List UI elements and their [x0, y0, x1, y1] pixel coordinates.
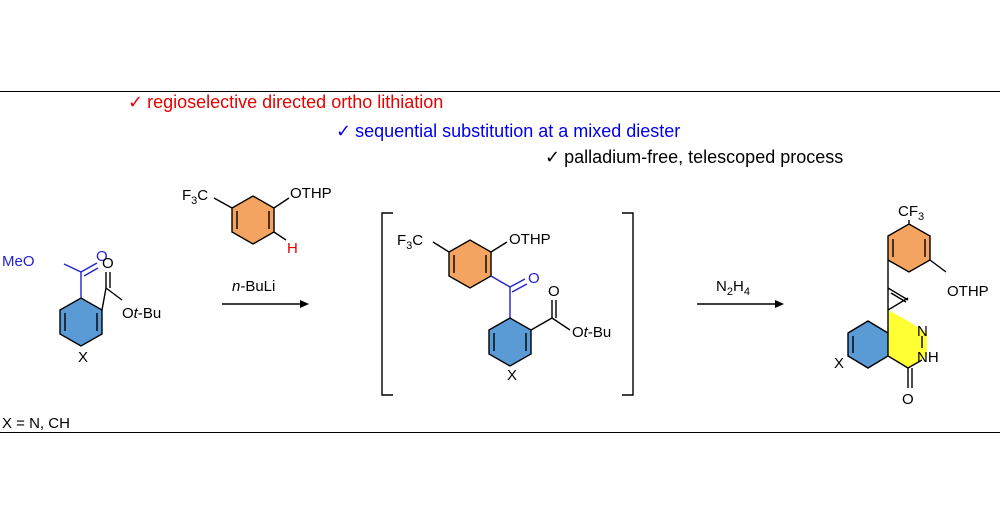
ester-carbonyl-bond: [83, 267, 99, 277]
arrow-head-icon: [775, 300, 784, 308]
ketone-double-bond: [511, 283, 528, 293]
aryl-reagent: F3C OTHP H: [182, 185, 332, 257]
bottom-divider-line: [0, 432, 1000, 433]
othp-bond: [929, 259, 947, 273]
cf3-label: F3C: [182, 187, 208, 207]
othp-label: OTHP: [290, 185, 332, 202]
check-mark-icon: ✓: [336, 121, 352, 141]
cf3-bond: [213, 197, 233, 209]
x-definition: X = N, CH: [2, 415, 70, 432]
carbonyl-o-label: O: [902, 391, 914, 408]
aryl-ring-orange: [887, 223, 931, 273]
pyridazinone-ring-yellow: [888, 310, 927, 368]
x-label: X: [78, 349, 88, 366]
pyridine-ring-blue: [847, 320, 889, 369]
h-label: H: [287, 240, 298, 257]
ring-bond: [887, 297, 909, 311]
bullet-text: sequential substitution at a mixed diest…: [355, 121, 681, 141]
cf3-bond: [432, 241, 450, 253]
nh-label: NH: [917, 349, 939, 366]
ring-bond: [907, 359, 923, 369]
ring-double-bond: [890, 292, 907, 303]
ester-o-label: O: [96, 248, 108, 265]
othp-bond: [273, 197, 290, 209]
aryl-ring-orange: [231, 195, 275, 245]
feature-bullet-sequential: ✓sequential substitution at a mixed dies…: [336, 120, 680, 142]
ester-o-bond: [63, 263, 82, 273]
starting-material: MeO O O Ot-Bu X X = N, CH: [2, 248, 161, 432]
intermediate: F3C OTHP O X O Ot-Bu: [381, 212, 634, 396]
x-label: X: [507, 367, 517, 384]
h-bond: [273, 231, 287, 241]
pyridine-ring-blue: [488, 317, 532, 367]
arrow-reagent-label: n-BuLi: [232, 278, 275, 295]
product-phthalazinone: CF3 OTHP N NH O X: [834, 203, 989, 408]
ketone-bond: [490, 275, 511, 288]
ester-bond: [530, 317, 553, 331]
ketone-double-bond: [509, 278, 526, 288]
right-bracket: [622, 212, 634, 396]
othp-label: OTHP: [947, 283, 989, 300]
othp-bond: [490, 241, 508, 253]
x-label: X: [834, 355, 844, 372]
reaction-arrow-1: n-BuLi: [222, 278, 309, 308]
ring-bond: [887, 287, 909, 301]
aryl-ring-orange: [448, 239, 492, 289]
cf3-label: F3C: [397, 232, 423, 252]
ester-carbonyl-bond: [80, 262, 98, 273]
arrow-reagent-label: N2H4: [716, 278, 750, 298]
feature-bullet-palladium-free: ✓palladium-free, telescoped process: [545, 146, 843, 168]
cf3-label: CF3: [898, 203, 924, 223]
pyridine-ring-blue: [59, 297, 103, 347]
carbonyl-o-label: O: [102, 255, 114, 272]
bullet-text: palladium-free, telescoped process: [564, 147, 844, 167]
check-mark-icon: ✓: [128, 92, 144, 112]
check-mark-icon: ✓: [545, 147, 561, 167]
arrow-head-icon: [300, 300, 309, 308]
bullet-text: regioselective directed ortho lithiation: [147, 92, 444, 112]
othp-label: OTHP: [509, 231, 551, 248]
otbu-label: Ot-Bu: [572, 324, 611, 341]
ketone-o-label: O: [528, 270, 540, 287]
carbonyl-o-label: O: [548, 283, 560, 300]
n-label: N: [917, 323, 928, 340]
reaction-arrow-2: N2H4: [697, 278, 784, 308]
ester-o-bond: [105, 287, 123, 301]
top-divider-line: [0, 91, 1000, 92]
ring-bond: [887, 355, 909, 369]
meo-label: MeO: [2, 253, 35, 270]
ester-o-bond: [551, 317, 571, 331]
left-bracket: [381, 212, 393, 396]
ester-bond: [101, 287, 107, 311]
otbu-label: Ot-Bu: [122, 305, 161, 322]
feature-bullet-regioselective: ✓regioselective directed ortho lithiatio…: [128, 91, 443, 113]
